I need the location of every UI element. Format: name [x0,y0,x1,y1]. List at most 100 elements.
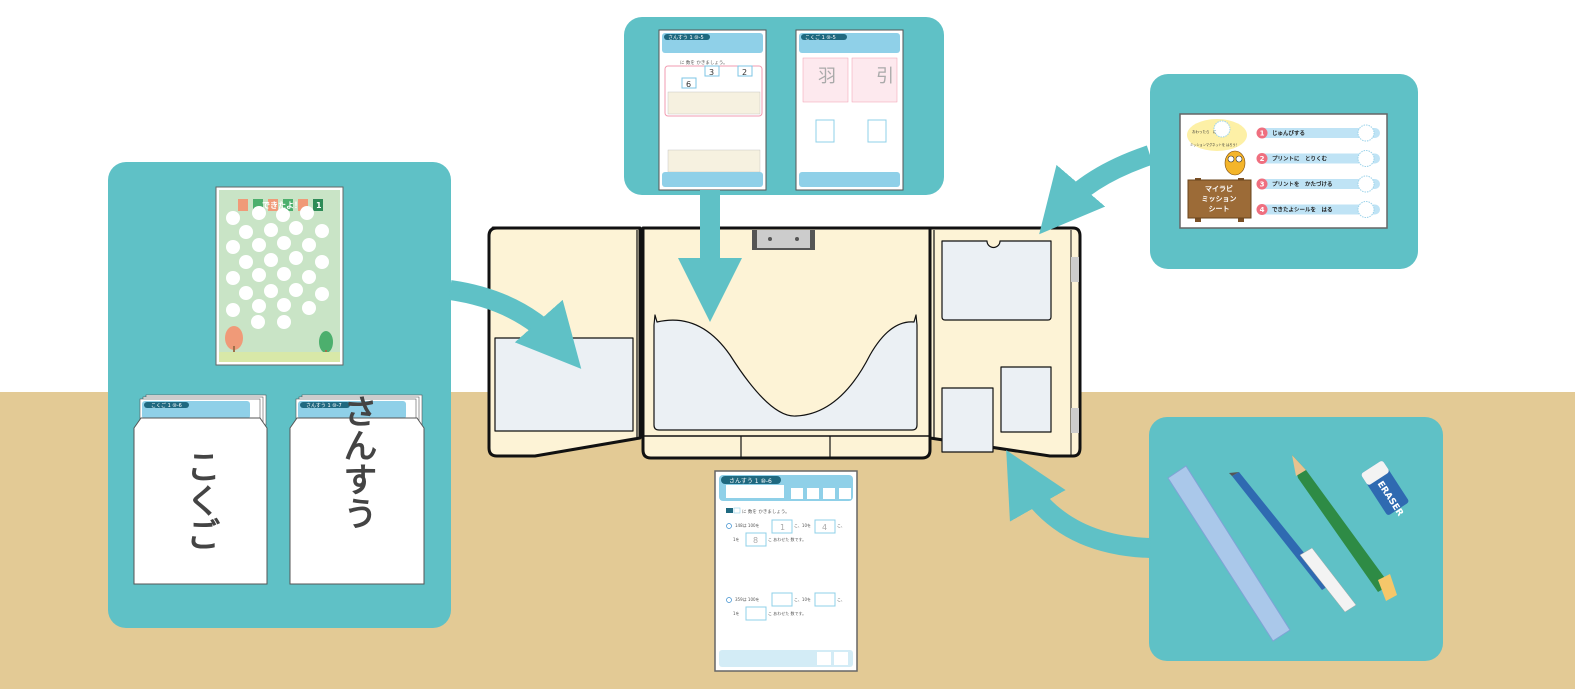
sticker-slot [289,251,303,265]
sticker-slot [315,287,329,301]
q1-text: こ、10を [794,523,811,528]
sticker-slot [226,240,240,254]
step-number-badge [1256,153,1268,164]
q1-text: こ、 [837,523,845,528]
bunting-flag [298,199,308,211]
bunting-flag [238,199,248,211]
envelope-sansu[interactable]: さんすう 1 ⑩-7 さんすう [289,394,425,585]
sign-text: シート [1209,205,1230,213]
worksheet-title: さんすう 1 ⑩-6 [729,478,772,485]
envelope-kokugo[interactable]: こくご 1 ⑩-6 こくご [133,394,268,585]
step-text: プリントを かたづける [1272,180,1333,188]
envelope-label: さんすう [337,394,377,530]
answer-value: 2 [742,68,747,77]
sticker-slot [252,238,266,252]
worksheet-kokugo: こくご 1 ⑩-5 羽 引 [795,29,904,191]
answer-value: 6 [686,80,691,89]
mission-step: 4 できたよシールを はる [1256,201,1380,218]
sticker-slot [264,284,278,298]
step-number: 4 [1260,206,1265,214]
sticker-slot [264,253,278,267]
sticker-slot [252,268,266,282]
kanji: 引 [876,66,894,87]
step-text: じゅんびする [1272,129,1305,137]
eraser-icon: ERASER [1361,461,1409,518]
sticker-slot [252,299,266,313]
bunting-flag [268,199,278,211]
q1-text: 1を [733,537,740,542]
folder[interactable] [487,226,1082,460]
sticker-slot [302,270,316,284]
q2-text: こ あわせた 数です。 [768,610,806,616]
q1-text: こ あわせた 数です。 [768,536,806,542]
owl-icon [1224,150,1246,176]
q2-text: 359は 100を [735,597,760,602]
bunting-flag [253,199,263,211]
step-number-badge [1256,178,1268,190]
q2-text: 1を [733,611,740,616]
tree-icon [225,326,333,358]
envelope-label: こくご [180,449,220,551]
sticker-slot [276,208,290,222]
sticker-slot [277,315,291,329]
step-number-badge [1256,204,1268,215]
ruler-icon [1167,465,1291,642]
sticker-slot [289,283,303,297]
bunting-flag [283,199,293,211]
bunting-flag [313,199,323,211]
left-panel: できたよ！ 1 こくご 1 ⑩-6 こくご さんすう 1 [108,162,451,628]
bubble-text: ミッションマグネットを はろう！ [1190,142,1239,147]
step-number: 2 [1260,155,1265,163]
sticker-slot [277,267,291,281]
worksheet-title: さんすう 1 ⑩-7 [306,402,342,409]
step-number-badge [1256,127,1268,139]
kanji: 羽 [818,66,836,87]
sticker-slot [239,286,253,300]
arrows [448,145,1154,558]
pencil-icon [1292,455,1397,601]
sticker-slot [277,236,291,250]
sticker-slot [300,206,314,220]
q2-text: こ、10を [794,597,811,602]
mission-sign: マイラビ ミッション シート [1187,178,1252,222]
stationery-panel: ERASER [1149,417,1443,661]
mission-step: 2 プリントに とりくむ [1256,150,1380,167]
sticker-slot [226,303,240,317]
step-text: プリントに とりくむ [1272,155,1328,163]
sticker-slot [302,238,316,252]
sticker-sheet-title: できたよ！ [262,200,302,210]
step-number: 3 [1260,181,1265,189]
arrow-mission-to-sleeve [1039,145,1154,235]
worksheet-prompt: に 数を かきましょう。 [742,508,790,515]
answer-value: 3 [709,68,714,77]
answer-value: 1 [780,523,785,532]
sticker-slot [226,211,240,225]
sticker-slot [239,255,253,269]
q2-text: こ、 [837,597,845,602]
arrow-stationery-to-pockets [1006,450,1151,558]
bubble-text: おわったら に [1192,129,1217,134]
worksheet-sansu: さんすう 1 ⑩-5 に 数を かきましょう。 3 2 6 [658,29,767,191]
worksheet-prompt: に 数を かきましょう。 [680,59,728,66]
sticker-slot [252,206,266,220]
step-text: できたよシールを はる [1272,206,1333,214]
sticker-slot [302,301,316,315]
sticker-slot [264,223,278,237]
sticker-slot [226,271,240,285]
sign-text: マイラビ [1205,184,1233,193]
worksheet-title: こくご 1 ⑩-6 [151,402,182,409]
worksheet-title: こくご 1 ⑩-5 [805,34,836,41]
mission-step: 3 プリントを かたづける [1256,175,1380,193]
sticker-slot [315,224,329,238]
top-panel: さんすう 1 ⑩-5 に 数を かきましょう。 3 2 6 こくご 1 ⑩-5 … [624,17,944,195]
clip-icon [752,230,815,250]
sticker-slot [289,221,303,235]
sticker-slot [277,298,291,312]
worksheet-bottom: さんすう 1 ⑩-6 に 数を かきましょう。 148は 100を 1 こ、10… [714,470,858,672]
sticker-slot [315,255,329,269]
q1-text: 148は 100を [735,523,760,528]
sticker-slot [239,225,253,239]
sticker-slot [251,315,265,329]
